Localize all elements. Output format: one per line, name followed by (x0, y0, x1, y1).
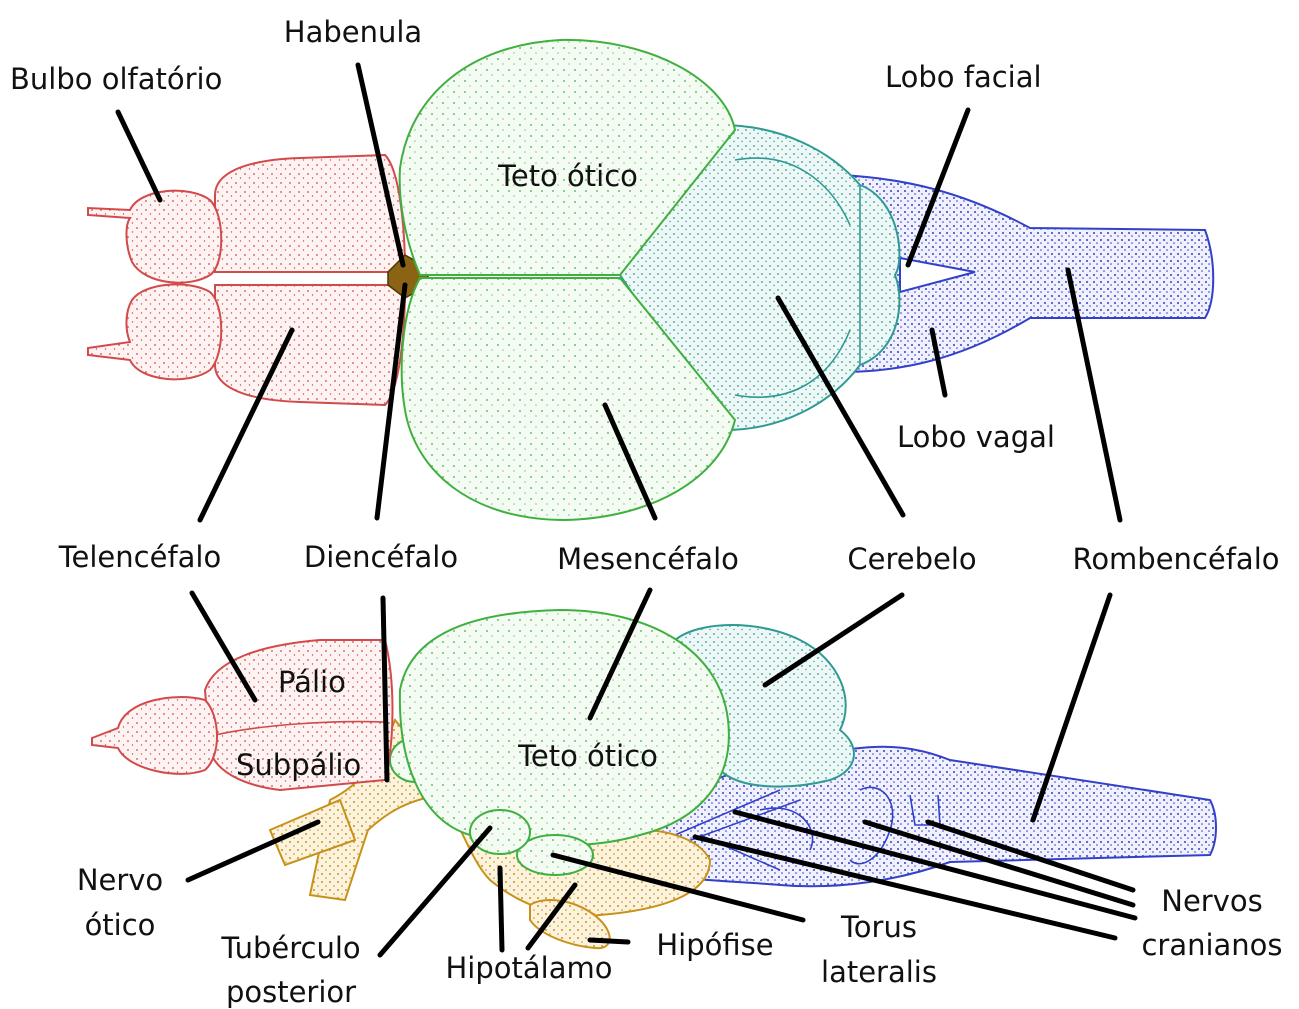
leader-hipotalamo-a (500, 868, 502, 950)
label-torus-line2: lateralis (821, 955, 937, 989)
optic-tectum-lateral (400, 610, 729, 846)
label-habenula: Habenula (284, 15, 422, 49)
hypothalamus-structure (470, 810, 530, 854)
leader-hipofise (590, 940, 628, 942)
label-tuberculo-line2: posterior (226, 975, 356, 1009)
label-lobo-vagal: Lobo vagal (897, 420, 1055, 454)
label-lobo-facial: Lobo facial (885, 60, 1042, 94)
leader-bulbo-olfatorio (118, 112, 160, 200)
label-rombencefalo: Rombencéfalo (1072, 542, 1279, 576)
olfactory-bulb-upper (88, 191, 221, 283)
label-nervo-otico-line1: Nervo (77, 863, 163, 897)
label-bulbo-olfatorio: Bulbo olfatório (10, 62, 222, 96)
label-subpalio: Subpálio (236, 748, 361, 782)
leader-tuberculo (380, 828, 490, 955)
label-torus-line1: Torus (840, 910, 917, 944)
olfactory-bulb-lateral (92, 697, 217, 774)
label-tuberculo-line1: Tubérculo (220, 931, 360, 965)
label-cerebelo: Cerebelo (847, 542, 976, 576)
telencephalon-upper-lobe (215, 155, 405, 272)
telencephalon-lower-lobe (215, 285, 405, 405)
label-diencefalo: Diencéfalo (304, 540, 458, 574)
label-nervos-line1: Nervos (1161, 884, 1262, 918)
label-hipofise: Hipófise (656, 928, 773, 962)
label-palio: Pálio (278, 665, 346, 699)
label-teto-otico-top: Teto ótico (497, 159, 638, 193)
olfactory-bulb-lower (88, 284, 221, 379)
label-mesencefalo: Mesencéfalo (557, 542, 739, 576)
label-nervo-otico-line2: ótico (85, 908, 156, 942)
label-hipotalamo: Hipotálamo (446, 951, 613, 985)
label-nervos-line2: cranianos (1141, 928, 1282, 962)
label-telencefalo: Telencéfalo (58, 540, 221, 574)
label-teto-otico-bottom: Teto ótico (517, 739, 658, 773)
